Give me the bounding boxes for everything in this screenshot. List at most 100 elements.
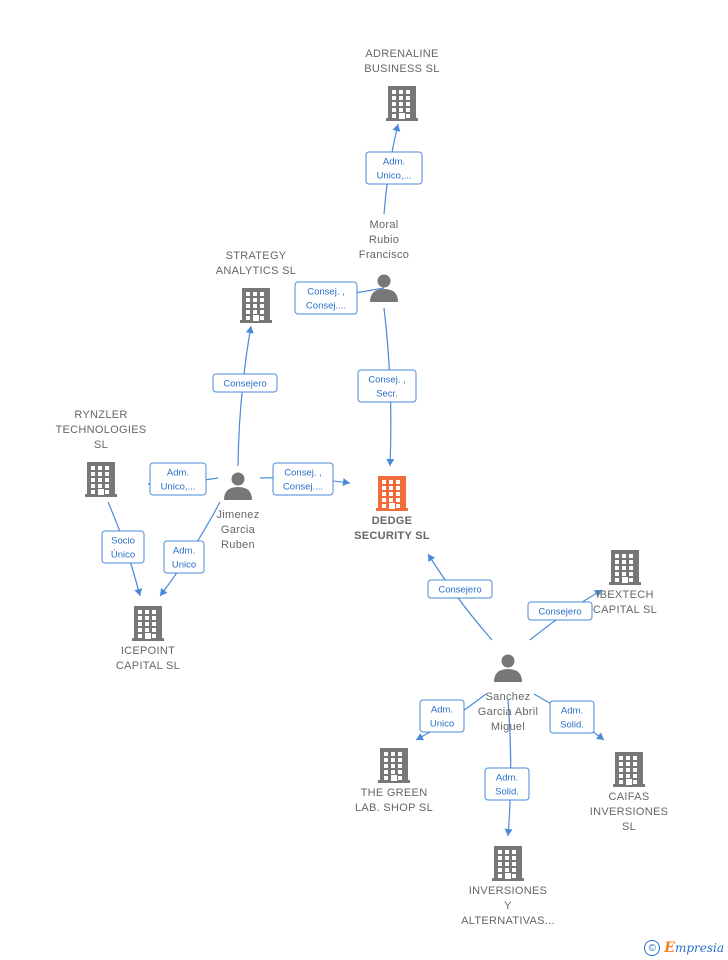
node-label: SECURITY SL <box>354 530 430 542</box>
edge-label-box[interactable] <box>527 601 593 621</box>
edge-label-box[interactable] <box>484 767 530 801</box>
node-label: Jimenez <box>216 509 259 521</box>
edge-label-text: Unico,... <box>161 482 196 493</box>
building-icon <box>613 752 645 787</box>
edge-label-box[interactable] <box>365 151 423 185</box>
edges-layer: Adm. Unico,... Consej. ,Secr. Consej. ,Cons… <box>101 123 605 837</box>
node-label: INVERSIONES <box>469 885 548 897</box>
edge-label-text: Secr. <box>376 389 398 400</box>
node-icepoint[interactable]: ICEPOINT CAPITAL SL <box>116 606 180 672</box>
edge-label-text: Unico,... <box>377 171 412 182</box>
edge-label[interactable]: Consej. ,Consej.... <box>294 281 358 315</box>
building-icon <box>492 846 524 881</box>
node-label: ANALYTICS SL <box>216 265 296 277</box>
edge-label[interactable]: Consej. ,Consej.... <box>272 462 334 496</box>
footer-brand[interactable]: © Empresia <box>644 940 724 956</box>
node-label: Moral <box>369 219 398 231</box>
edge-arrow <box>596 732 604 740</box>
edge-label-box[interactable] <box>149 462 207 496</box>
edge-label-box[interactable] <box>427 579 493 599</box>
edge-label-box[interactable] <box>101 530 145 564</box>
node-label: Sanchez <box>486 691 531 703</box>
edge-jimenez-strategy: Consejero <box>212 325 278 467</box>
edge-arrow <box>160 588 168 596</box>
node-thegreen[interactable]: THE GREEN LAB. SHOP SL <box>355 748 433 814</box>
edge-label-box[interactable] <box>212 373 278 393</box>
edge-label-box[interactable] <box>163 540 205 574</box>
building-icon <box>609 550 641 585</box>
node-label: BUSINESS SL <box>364 63 439 75</box>
edge-label-text: Adm. <box>167 468 189 479</box>
node-label: Miguel <box>491 721 525 733</box>
building-icon <box>85 462 117 497</box>
edge-label[interactable]: Adm.Unico <box>419 699 465 733</box>
edge-label[interactable]: Adm.Unico <box>163 540 205 574</box>
edge-arrow <box>134 588 143 596</box>
edge-arrow <box>386 458 395 466</box>
node-strategy[interactable]: STRATEGY ANALYTICS SL <box>216 250 296 323</box>
node-label: CAPITAL SL <box>116 660 180 672</box>
node-inversiones[interactable]: INVERSIONES Y ALTERNATIVAS... <box>461 846 555 927</box>
node-label: Rubio <box>369 234 399 246</box>
node-label: IBEXTECH <box>596 589 653 601</box>
node-label: ICEPOINT <box>121 645 175 657</box>
edge-label[interactable]: Adm.Unico,... <box>365 151 423 185</box>
edge-label-text: Adm. <box>561 706 583 717</box>
edge-jimenez-icepoint: Adm.Unico <box>159 501 221 597</box>
node-label: INVERSIONES <box>590 806 669 818</box>
edge-label[interactable]: Consejero <box>527 601 593 621</box>
edge-label[interactable]: Consej. ,Secr. <box>357 369 417 403</box>
node-label: THE GREEN <box>361 787 428 799</box>
building-icon <box>386 86 418 121</box>
brand-logo: Empresia <box>664 940 724 956</box>
node-label: Garcia <box>221 524 256 536</box>
node-label: STRATEGY <box>226 250 287 262</box>
edge-sanchez-dedge: Consejero <box>427 553 493 641</box>
edge-moral-adrenaline: Adm.Unico,... <box>365 123 423 215</box>
edge-label-box[interactable] <box>294 281 358 315</box>
edge-label[interactable]: Consejero <box>212 373 278 393</box>
edge-label-text: Solid. <box>560 720 584 731</box>
node-label: LAB. SHOP SL <box>355 802 433 814</box>
building-icon <box>376 476 408 511</box>
building-icon <box>132 606 164 641</box>
edge-label-text: Adm. <box>173 546 195 557</box>
edge-label[interactable]: Adm.Solid. <box>484 767 530 801</box>
edge-jimenez-dedge: Consej. ,Consej.... <box>259 462 351 496</box>
edge-label-text: Consejero <box>538 607 581 618</box>
edge-arrow <box>416 733 425 741</box>
edge-label-text: Único <box>111 550 135 561</box>
edge-moral-dedge: Consej. ,Consej.... <box>294 281 385 315</box>
edge-label-box[interactable] <box>419 699 465 733</box>
edge-label-text: Consejero <box>223 379 266 390</box>
edge-line <box>237 325 252 467</box>
edge-label-box[interactable] <box>272 462 334 496</box>
edge-jimenez-rynzler: Adm. Unico,... <box>147 462 219 496</box>
edge-label[interactable]: Adm. Solid. <box>549 700 595 734</box>
edge-label[interactable]: Adm. Unico,... <box>149 462 207 496</box>
node-label: SL <box>94 439 108 451</box>
copyright-icon: © <box>644 940 661 956</box>
edge-label-box[interactable] <box>549 700 595 734</box>
edge-label-text: Unico <box>430 719 454 730</box>
edge-label-box[interactable] <box>357 369 417 403</box>
node-label: Francisco <box>359 249 409 261</box>
node-label: Y <box>504 900 512 912</box>
edge-label[interactable]: Consejero <box>427 579 493 599</box>
node-label: ALTERNATIVAS... <box>461 915 555 927</box>
edge-arrow <box>245 326 254 334</box>
edge-sanchez-ibextech: Consejero <box>527 589 603 641</box>
edge-arrow <box>392 124 401 132</box>
edge-arrow <box>504 828 513 836</box>
edge-label-text: Consej.... <box>306 301 346 312</box>
